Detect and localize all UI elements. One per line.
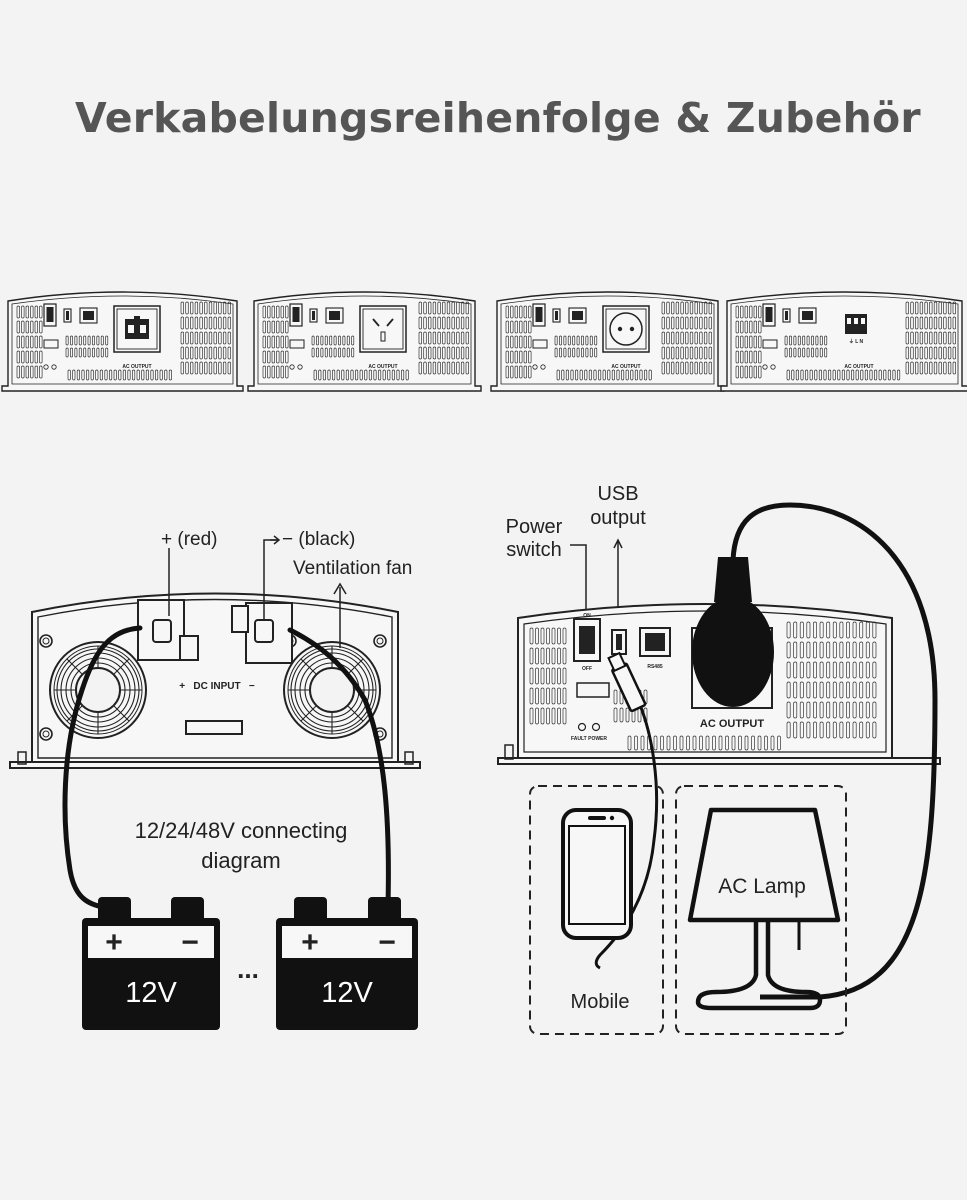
usb-plug [607,651,647,713]
dc-input-label: + DC INPUT − [179,681,255,692]
positive-red-label: + (red) [161,529,218,550]
usb-output-label-1: USB [597,483,638,505]
battery-left-voltage: 12V [125,977,177,1009]
label-plate [576,682,610,698]
ac-output-text: AC OUTPUT [844,364,873,370]
mobile-label: Mobile [571,991,630,1013]
rs485-text: RS485 [647,664,663,670]
ac-output-text: AC OUTPUT [368,364,397,370]
positive-cable [62,625,143,911]
switch-on-text: ON [583,613,591,619]
ac-output-diagram: Power switch USB output ON OFF RS485 [497,483,941,1035]
connecting-diagram-caption-1: 12/24/48V connecting [135,818,348,843]
lamp-box [675,785,847,1035]
connecting-diagram-caption-2: diagram [201,848,280,873]
terminal-text: ⏚ L N [849,338,864,345]
ac-socket-terminal-block[interactable]: ⏚ L N [845,314,867,345]
switch-off-text: OFF [582,666,592,672]
negative-black-label: − (black) [282,529,355,550]
ac-socket-schuko[interactable] [602,305,650,353]
battery-minus-sign: − [181,926,199,959]
ac-socket-australian[interactable] [359,305,407,353]
inverter-variant-australian: AC OUTPUT [247,291,482,392]
dc-label-plate [185,720,243,735]
ac-lamp-icon [687,807,841,1011]
mobile-phone-icon [561,808,633,940]
inverter-variant-terminal-block: ⏚ L N AC OUTPUT [720,291,967,392]
ac-lamp-label: AC Lamp [718,875,806,898]
ventilation-fan-label: Ventilation fan [293,558,412,579]
ac-plug-cable [730,502,938,1000]
negative-cable [287,627,391,908]
positive-terminal [137,599,199,661]
battery-plus-sign: + [301,926,319,959]
ac-output-text: AC OUTPUT [122,364,151,370]
battery-left: + − 12V [82,897,220,1030]
power-switch-label-1: Power [506,516,563,538]
dc-wiring-diagram: + DC INPUT − + (red) − (black) Ventilati… [9,529,421,1030]
usb-cable [594,704,659,970]
battery-plus-sign: + [105,926,123,959]
fault-power-text: FAULT POWER [571,736,607,742]
mobile-box [529,785,664,1035]
ac-plug-icon [692,557,774,707]
inverter-variant-schuko: AC OUTPUT [490,291,725,392]
battery-right: + − 12V [276,897,418,1030]
power-switch-label-2: switch [506,539,562,561]
battery-minus-sign: − [378,926,396,959]
page-title: Verkabelungsreihenfolge & Zubehör [75,94,921,142]
battery-ellipsis: ... [237,954,259,984]
inverter-variant-universal: AC OUTPUT [1,291,244,392]
ac-output-text: AC OUTPUT [611,364,640,370]
ac-socket-universal[interactable] [113,305,161,353]
ac-output-text: AC OUTPUT [700,718,764,730]
usb-output-label-2: output [590,507,646,529]
battery-right-voltage: 12V [321,977,373,1009]
